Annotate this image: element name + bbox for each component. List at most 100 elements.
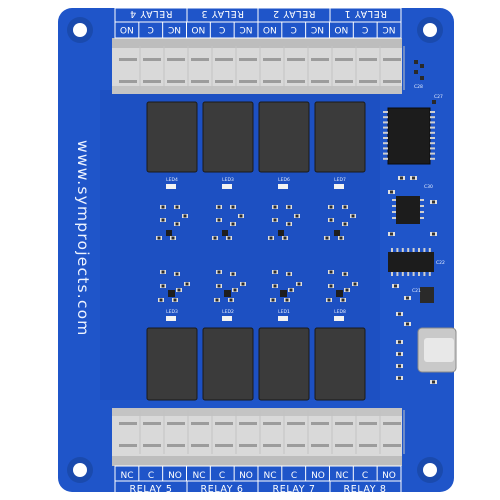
- smd-body: [398, 376, 401, 380]
- terminal-slot: [359, 80, 377, 83]
- terminal-slot: [383, 422, 401, 425]
- ic-pin: [428, 248, 431, 252]
- ic-pin: [407, 248, 410, 252]
- smd-body: [185, 282, 189, 286]
- ic-pin: [391, 272, 393, 276]
- bottom-pin-nc-2: NC: [192, 471, 205, 481]
- bottom-pin-no-3: NO: [311, 471, 325, 481]
- smd-body: [327, 298, 331, 302]
- smd-body: [343, 272, 347, 276]
- smd-body: [345, 288, 349, 292]
- led-labels-top: LED4 LED3 LED6 LED7: [166, 177, 346, 183]
- smd-body: [432, 232, 435, 236]
- relays-bottom-row: [146, 327, 366, 401]
- led-labels-bottom: LED3 LED2 LED1 LED8: [166, 309, 346, 315]
- terminal-slot: [167, 422, 185, 425]
- top-pin-label: NC: [311, 24, 324, 34]
- smd-body: [398, 352, 401, 356]
- top-pin-label: C: [148, 24, 154, 34]
- terminal-slot: [239, 422, 257, 425]
- ic-pin: [383, 126, 388, 129]
- top-pin-label: NC: [168, 24, 181, 34]
- terminal-slot: [263, 80, 281, 83]
- smd-body: [271, 298, 275, 302]
- relay-6-label: RELAY 6: [201, 484, 244, 495]
- smd-body: [173, 298, 177, 302]
- terminal-slot: [143, 58, 161, 61]
- ic-pin: [420, 199, 424, 201]
- terminal-slot: [143, 422, 161, 425]
- terminal-slot: [167, 444, 185, 447]
- smd-body: [329, 205, 333, 209]
- smd-body: [217, 284, 221, 288]
- smd-body: [287, 222, 291, 226]
- terminal-slot: [287, 58, 305, 61]
- smd-body: [269, 236, 273, 240]
- smd-body: [295, 214, 299, 218]
- top-relay-label: RELAY 3: [201, 8, 244, 19]
- terminal-slot: [119, 422, 137, 425]
- terminal-slot: [119, 444, 137, 447]
- smd-body: [231, 222, 235, 226]
- ic-pin: [383, 147, 388, 150]
- smd-body: [157, 236, 161, 240]
- smd-body: [241, 282, 245, 286]
- smd-body: [231, 205, 235, 209]
- terminal-slot: [239, 58, 257, 61]
- smd-body: [353, 282, 357, 286]
- capacitor: [420, 76, 424, 80]
- smd-body: [217, 270, 221, 274]
- mounting-holes: [67, 17, 443, 483]
- terminal-slot: [335, 422, 353, 425]
- smd-body: [390, 232, 393, 236]
- smd-body: [287, 272, 291, 276]
- top-relay-label: RELAY 1: [344, 8, 387, 19]
- top-pin-label: NO: [120, 24, 134, 34]
- transistor: [336, 290, 343, 297]
- top-relay-label: RELAY 4: [130, 8, 173, 19]
- terminal-slot: [335, 444, 353, 447]
- smd-body: [329, 270, 333, 274]
- top-pin-label: C: [219, 24, 225, 34]
- terminal-slot: [359, 444, 377, 447]
- smd-body: [297, 282, 301, 286]
- terminal-slot: [119, 80, 137, 83]
- terminal-slot: [191, 444, 209, 447]
- smd-body: [283, 236, 287, 240]
- ic-pin: [383, 111, 388, 113]
- smd-body: [229, 298, 233, 302]
- terminal-slot: [239, 444, 257, 447]
- smd-body: [329, 218, 333, 222]
- terminal-slot: [215, 58, 233, 61]
- smd-body: [217, 218, 221, 222]
- ic-pins: [383, 111, 435, 276]
- terminal-slot: [383, 444, 401, 447]
- terminal-slot: [359, 422, 377, 425]
- terminal-slot: [191, 422, 209, 425]
- bottom-pin-labels: NC C NO NC C NO NC C NO NC C NO: [120, 471, 395, 481]
- bottom-pin-nc-4: NC: [335, 471, 348, 481]
- bottom-pin-c-2: C: [219, 471, 225, 481]
- smd-body: [171, 236, 175, 240]
- smd-body: [351, 214, 355, 218]
- transistor: [166, 230, 172, 236]
- transistor: [168, 290, 175, 297]
- bottom-pin-no-1: NO: [168, 471, 182, 481]
- terminal-slot: [167, 80, 185, 83]
- smd-body: [161, 284, 165, 288]
- bottom-pin-nc-3: NC: [263, 471, 276, 481]
- bottom-terminal-block: [112, 408, 405, 466]
- terminal-slot: [215, 80, 233, 83]
- ic-pin: [392, 205, 396, 207]
- terminal-slot: [383, 80, 401, 83]
- terminal-slot: [143, 80, 161, 83]
- smd-body: [161, 205, 165, 209]
- relays-top-row: [146, 101, 366, 173]
- smd-body: [398, 312, 401, 316]
- smd-body: [339, 236, 343, 240]
- ic-pin: [392, 217, 396, 219]
- smd-body: [273, 218, 277, 222]
- smd-body: [217, 205, 221, 209]
